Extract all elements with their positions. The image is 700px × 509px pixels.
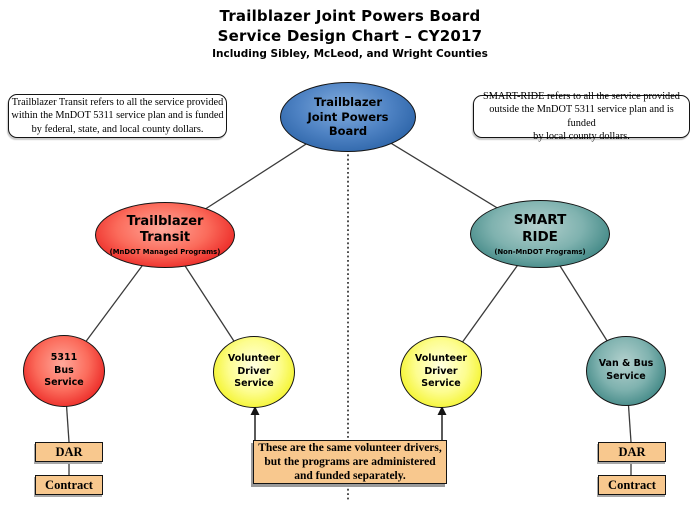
vanbus-label-line2: Service <box>606 371 646 382</box>
board-label-line1: Trailblazer <box>314 94 382 109</box>
note-line1: These are the same volunteer drivers, <box>258 441 442 454</box>
vanbus-label-line1: Van & Bus <box>598 358 654 370</box>
chart-header: Trailblazer Joint Powers Board Service D… <box>0 6 700 60</box>
arrowhead-left-icon <box>250 406 260 415</box>
note-same-volunteer-drivers: These are the same volunteer drivers, bu… <box>253 440 447 484</box>
callout-right-line3: by local county dollars. <box>533 130 630 142</box>
node-joint-powers-board: Trailblazer Joint Powers Board <box>280 82 416 152</box>
callout-trailblazer-transit-definition: Trailblazer Transit refers to all the se… <box>8 94 227 138</box>
smart-ride-label-line2: RIDE <box>522 229 558 246</box>
volunteer-left-label-line2: Driver <box>237 365 271 377</box>
callout-right-line1: SMART-RIDE refers to all the service pro… <box>483 90 680 102</box>
bus5311-label-line3: Service <box>44 377 84 389</box>
arrowhead-right-icon <box>437 406 447 415</box>
smart-ride-sublabel: (Non-MnDOT Programs) <box>494 247 586 256</box>
box-contract-left: Contract <box>35 475 103 495</box>
transit-sublabel: (MnDOT Managed Programs) <box>109 247 221 256</box>
bus5311-label-line2: Bus <box>54 364 74 376</box>
board-label-line3: Board <box>328 124 368 139</box>
smart-ride-label-line1: SMART <box>513 211 567 228</box>
board-label-line2: Joint Powers <box>307 109 389 124</box>
page-title-line1: Trailblazer Joint Powers Board <box>219 7 481 25</box>
page-title-line2: Service Design Chart – CY2017 <box>217 27 483 46</box>
node-van-bus-service: Van & Bus Service <box>586 336 666 406</box>
node-smart-ride: SMART RIDE (Non-MnDOT Programs) <box>470 200 610 268</box>
volunteer-left-label-line1: Volunteer <box>227 353 281 365</box>
node-volunteer-driver-service-right: Volunteer Driver Service <box>400 336 482 408</box>
node-volunteer-driver-service-left: Volunteer Driver Service <box>213 336 295 408</box>
box-dar-left: DAR <box>35 442 103 462</box>
volunteer-right-label-line1: Volunteer <box>414 353 468 365</box>
transit-label-line2: Transit <box>139 230 191 246</box>
box-contract-right: Contract <box>598 475 666 495</box>
callout-right-line2: outside the MnDOT 5311 service plan and … <box>489 104 674 129</box>
volunteer-right-label-line2: Driver <box>424 365 458 377</box>
page-subtitle: Including Sibley, McLeod, and Wright Cou… <box>212 47 488 60</box>
note-line3: and funded separately. <box>294 470 406 483</box>
bus5311-label-line1: 5311 <box>50 352 78 364</box>
callout-left-line2: within the MnDOT 5311 service plan and i… <box>11 110 224 122</box>
callout-left-line1: Trailblazer Transit refers to all the se… <box>11 96 224 108</box>
box-dar-right: DAR <box>598 442 666 462</box>
node-5311-bus-service: 5311 Bus Service <box>23 335 105 407</box>
volunteer-left-label-line3: Service <box>234 378 274 390</box>
node-trailblazer-transit: Trailblazer Transit (MnDOT Managed Progr… <box>95 202 235 268</box>
note-line2: but the programs are administered <box>264 456 436 468</box>
volunteer-right-label-line3: Service <box>421 378 461 390</box>
transit-label-line1: Trailblazer <box>126 214 204 230</box>
callout-left-line3: by federal, state, and local county doll… <box>31 123 204 135</box>
callout-smart-ride-definition: SMART-RIDE refers to all the service pro… <box>473 91 690 142</box>
